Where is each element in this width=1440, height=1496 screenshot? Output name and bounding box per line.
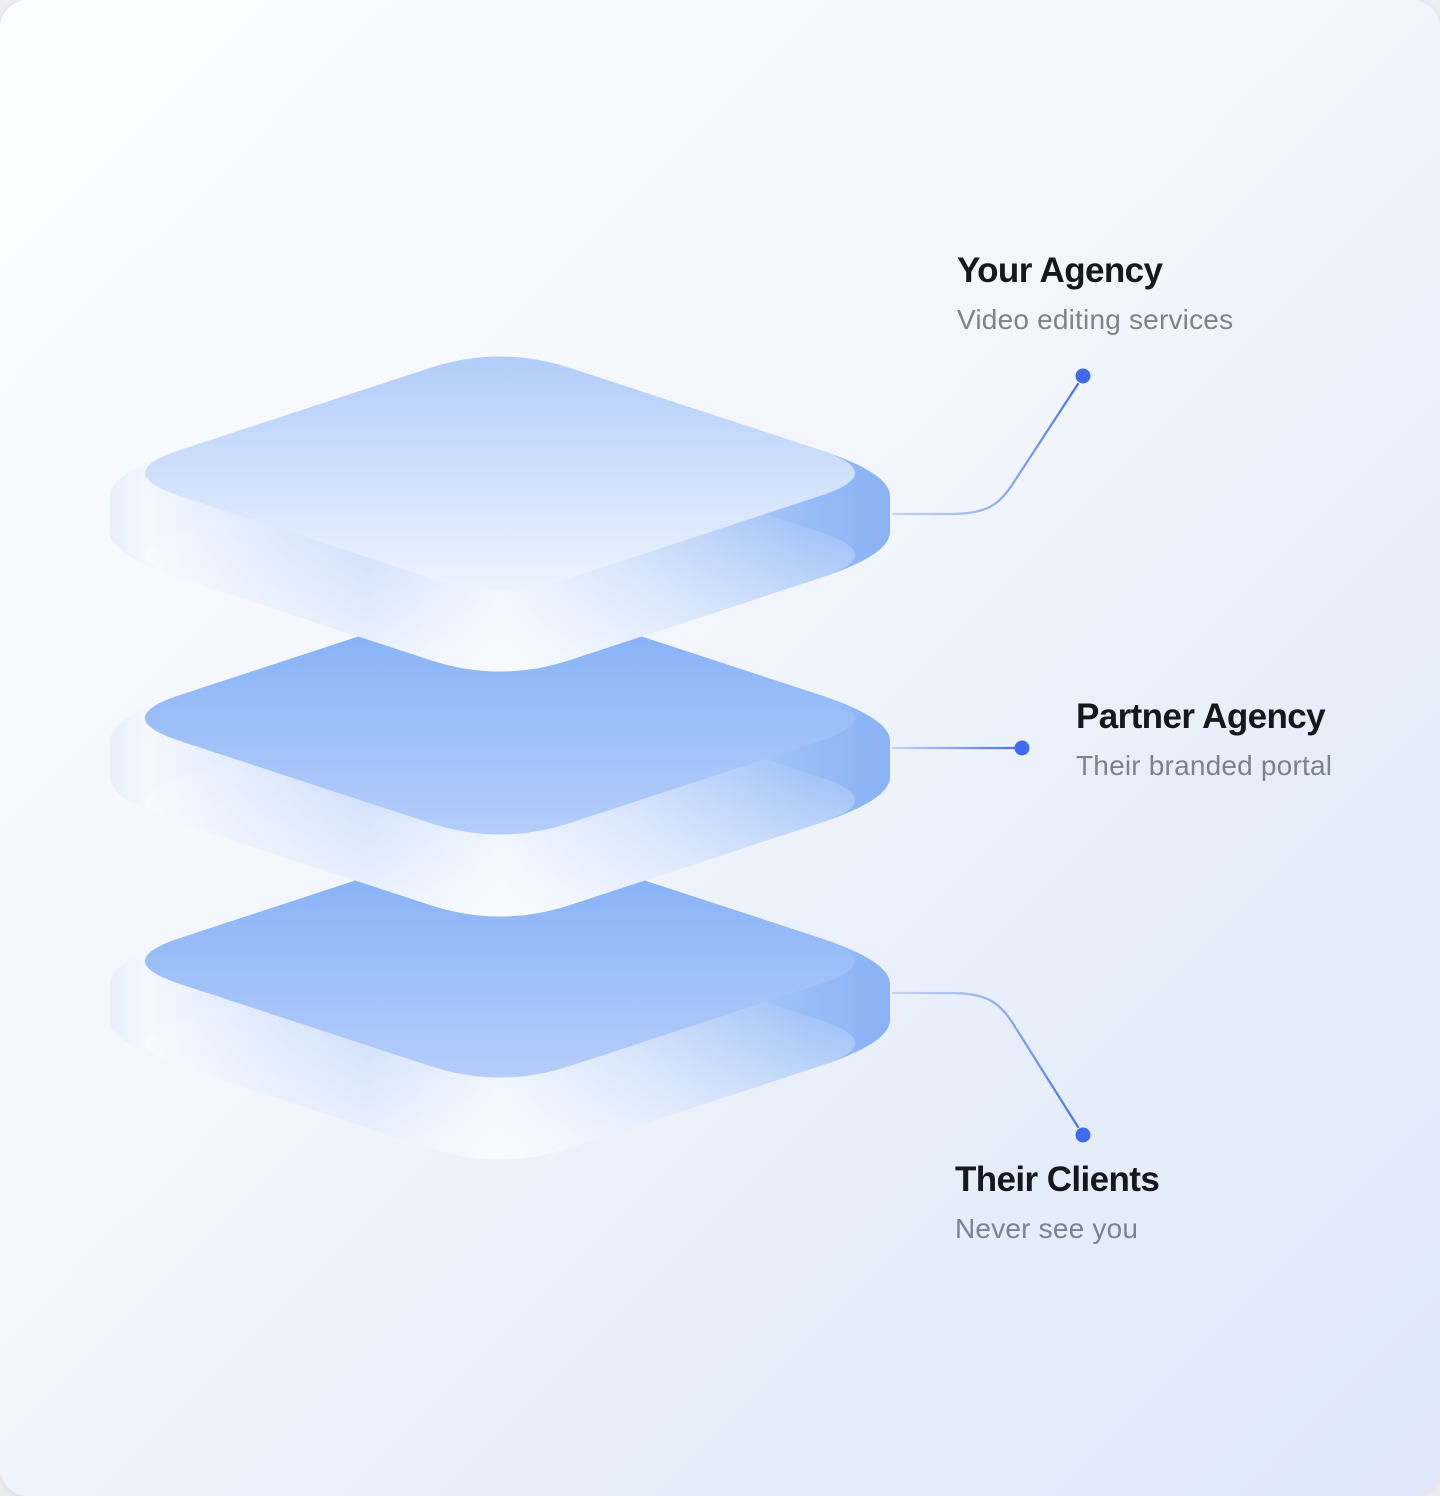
- connector-line-their-clients: [891, 991, 1080, 1129]
- connector-dot-your-agency: [1075, 368, 1091, 384]
- callout-your-agency: Your Agency Video editing services: [957, 250, 1233, 337]
- layer-middle-slab: [110, 601, 890, 917]
- layer-top-slab: [110, 356, 890, 672]
- callout-title: Their Clients: [955, 1160, 1160, 1199]
- layer-top-top-face: [145, 356, 855, 590]
- callout-title: Your Agency: [957, 251, 1163, 290]
- callout-subtitle: Their branded portal: [1076, 750, 1333, 781]
- connectors: [891, 368, 1091, 1143]
- connector-line-your-agency: [891, 382, 1080, 516]
- callout-partner-agency: Partner Agency Their branded portal: [1076, 696, 1332, 783]
- connector-dot-partner-agency: [1014, 740, 1030, 756]
- connector-dot-their-clients: [1075, 1127, 1091, 1143]
- layer-bottom-top-face: [145, 844, 855, 1078]
- callout-their-clients: Their Clients Never see you: [955, 1159, 1160, 1246]
- layer-middle-top-face: [145, 601, 855, 835]
- callout-title: Partner Agency: [1076, 697, 1326, 736]
- callout-subtitle: Never see you: [955, 1213, 1139, 1244]
- layer-bottom-slab: [110, 844, 890, 1160]
- callout-subtitle: Video editing services: [957, 304, 1234, 335]
